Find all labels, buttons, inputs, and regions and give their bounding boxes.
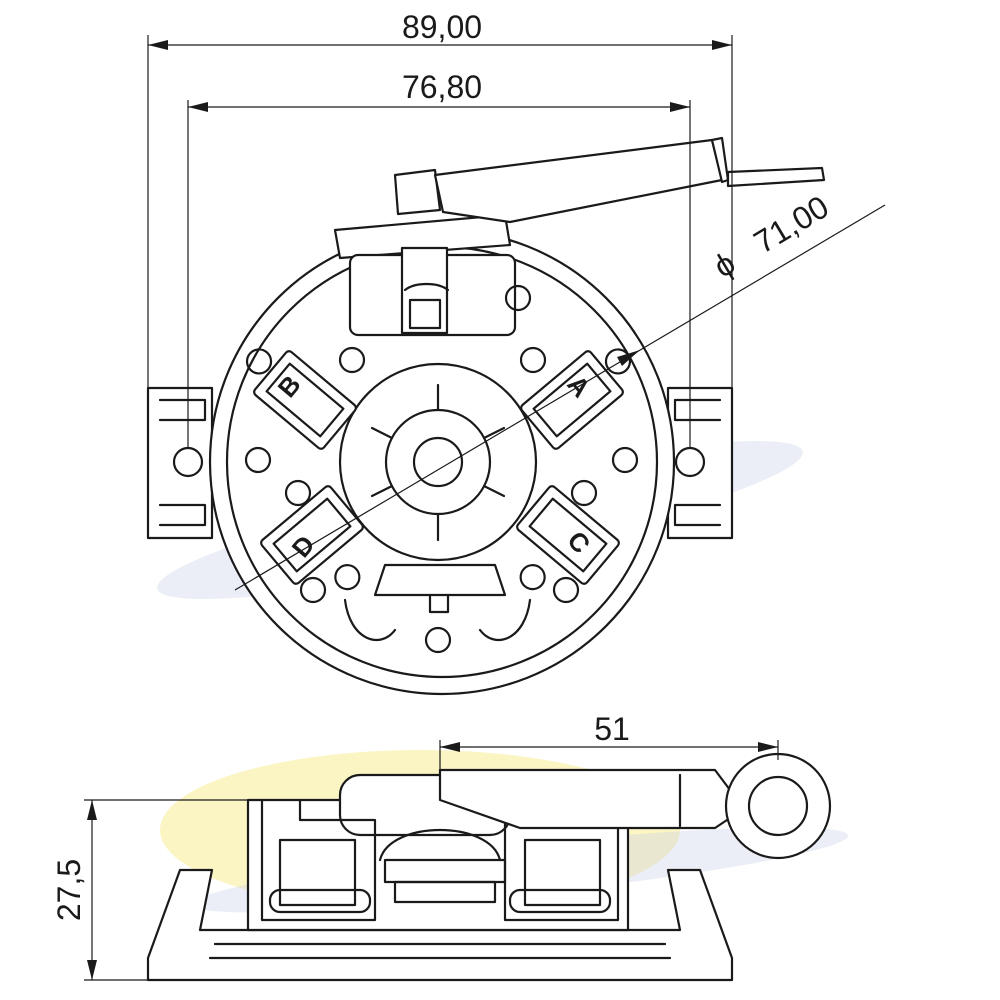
- mounting-ear-right: [666, 386, 734, 540]
- mounting-ear-left: [146, 386, 214, 540]
- terminal-lug: [438, 752, 832, 860]
- overall-width-value: 89,00: [402, 9, 482, 45]
- dimension-overall-width: 89,00: [147, 9, 733, 388]
- terminal-offset-value: 51: [594, 711, 630, 747]
- dimension-terminal-offset: 51: [439, 711, 779, 800]
- dimension-mounting-hole-distance: 76,80: [187, 69, 691, 448]
- top-view: B A D C: [146, 136, 826, 696]
- bottom-bracket: [343, 563, 532, 641]
- wire-lead-top: [393, 136, 826, 224]
- terminal-block-top: [333, 213, 532, 337]
- diameter-value: 71,00: [748, 188, 835, 260]
- brush-holder-c: [516, 485, 620, 591]
- height-value: 27,5: [51, 859, 87, 921]
- brush-holder-b: [245, 348, 357, 450]
- diameter-symbol: ϕ: [707, 245, 741, 285]
- mounting-hole-distance-value: 76,80: [402, 69, 482, 105]
- dimension-height: 27,5: [51, 799, 340, 981]
- commutator: [338, 362, 538, 562]
- side-view: [146, 752, 832, 982]
